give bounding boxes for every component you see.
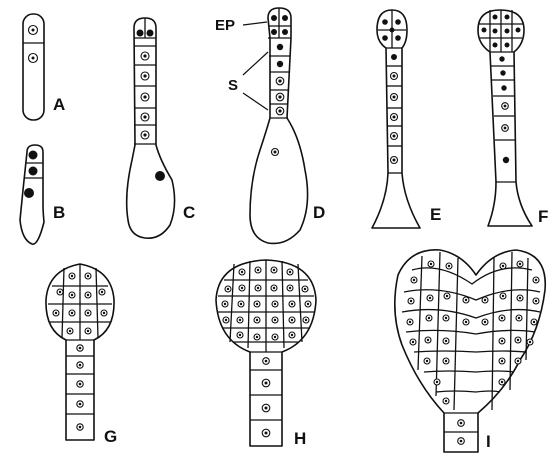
suspensor-leader-upper: [243, 52, 268, 75]
panel-label-g: G: [104, 427, 117, 446]
panel-c-embryo: [127, 18, 175, 238]
panel-b-embryo: [20, 145, 44, 244]
panel-label-a: A: [53, 95, 65, 114]
panel-f-embryo: [478, 10, 532, 226]
annotation-suspensor: S: [228, 77, 238, 94]
annotation-embryo-proper: EP: [215, 17, 235, 34]
panel-label-f: F: [538, 207, 548, 226]
panel-i-embryo: [395, 250, 545, 452]
suspensor-leader-lower: [243, 93, 268, 110]
panel-label-c: C: [183, 203, 195, 222]
panel-d-embryo: [250, 8, 308, 243]
panel-g-embryo: [46, 264, 114, 440]
panel-label-h: H: [294, 429, 306, 448]
panel-a-embryo: [23, 14, 44, 120]
panel-label-e: E: [430, 205, 441, 224]
panel-label-i: I: [486, 432, 491, 451]
panel-label-d: D: [313, 203, 325, 222]
panel-h-embryo: [216, 260, 316, 446]
panel-label-b: B: [53, 203, 65, 222]
panel-e-embryo: [372, 10, 420, 228]
embryo-proper-leader: [243, 22, 267, 25]
